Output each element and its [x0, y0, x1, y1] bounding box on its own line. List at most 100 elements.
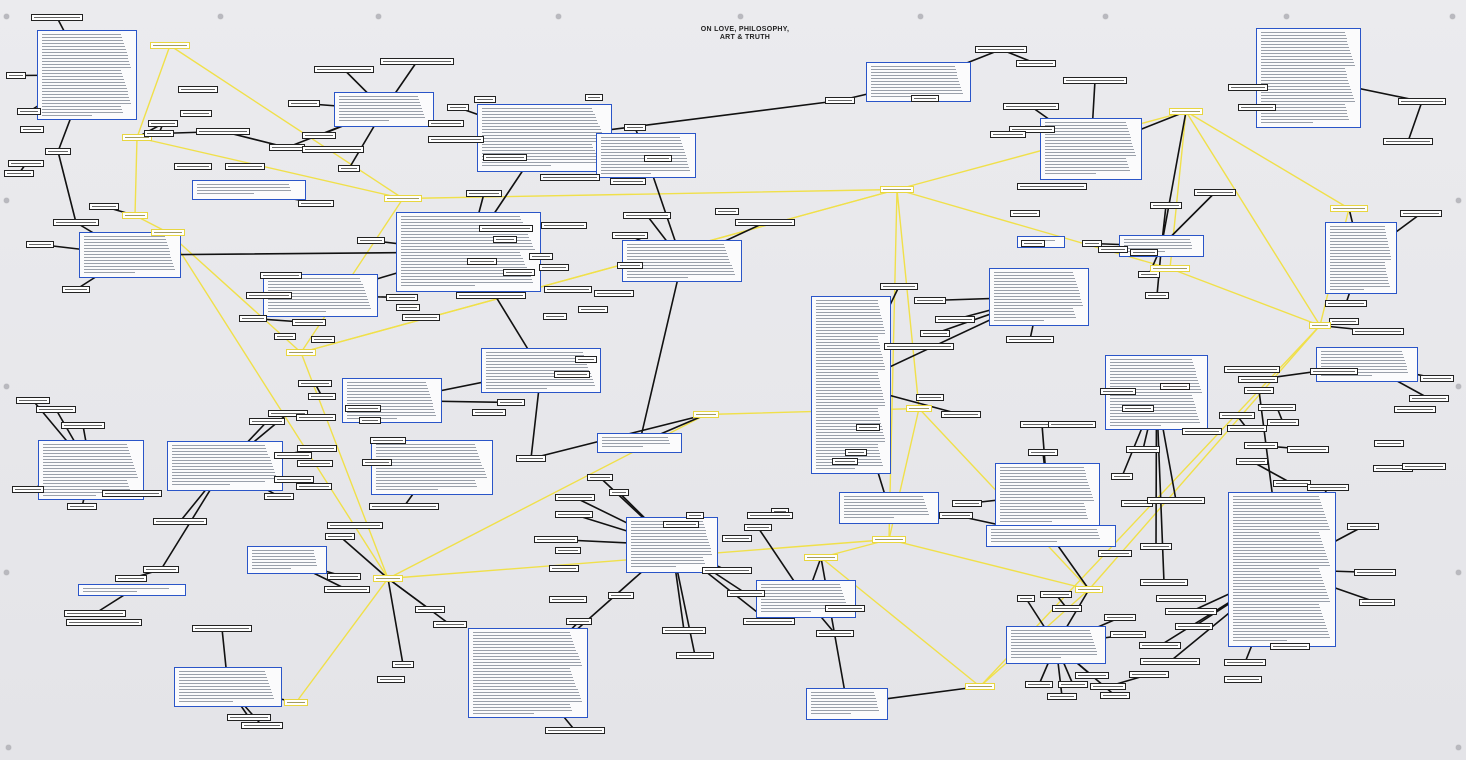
text-line	[172, 472, 275, 473]
text-line	[1233, 631, 1329, 632]
label-a134	[825, 605, 865, 612]
text-line	[43, 492, 132, 493]
label-text-line	[380, 679, 402, 680]
label-text-line	[277, 479, 311, 480]
label-a46	[735, 219, 795, 226]
label-text-line	[627, 127, 643, 128]
label-text-line	[301, 383, 329, 384]
text-line	[811, 692, 875, 693]
label-text-line	[590, 477, 610, 478]
label-text-line	[154, 232, 182, 233]
text-line	[376, 489, 438, 490]
label-a1	[31, 14, 83, 21]
text-line	[42, 88, 127, 89]
text-line	[627, 250, 726, 251]
label-text-line	[1185, 431, 1219, 432]
text-line	[816, 393, 883, 394]
label-text-line	[1357, 572, 1393, 573]
label-text-line	[289, 352, 313, 353]
text-line	[816, 348, 881, 349]
label-text-line	[7, 173, 31, 174]
text-line	[816, 303, 879, 304]
label-text-line	[1276, 483, 1308, 484]
label-a38	[541, 222, 587, 229]
text-line	[816, 372, 878, 373]
text-line	[42, 34, 122, 35]
text-line	[473, 644, 575, 645]
label-a147	[566, 618, 592, 625]
label-a108	[1098, 550, 1132, 557]
text-line	[473, 695, 580, 696]
label-text-line	[914, 98, 936, 99]
label-a127	[744, 524, 772, 531]
text-line	[631, 557, 704, 558]
text-line	[1011, 648, 1096, 649]
text-line	[1330, 232, 1386, 233]
label-a157	[370, 437, 406, 444]
text-line	[816, 342, 879, 343]
text-line	[991, 538, 1101, 539]
label-a155	[345, 405, 381, 412]
label-text-line	[314, 339, 332, 340]
text-line	[627, 265, 732, 266]
text-line	[347, 406, 434, 407]
concept-label-a82	[1150, 265, 1190, 272]
text-line	[631, 545, 710, 546]
text-line	[347, 385, 428, 386]
text-line	[1330, 235, 1387, 236]
text-line	[816, 363, 884, 364]
text-line	[268, 284, 363, 285]
label-a126	[747, 512, 793, 519]
text-line	[401, 264, 526, 265]
text-line	[1110, 374, 1197, 375]
text-line	[816, 384, 881, 385]
text-line	[1261, 62, 1355, 63]
label-a190	[327, 522, 383, 529]
label-text-line	[883, 189, 911, 190]
label-text-line	[1310, 487, 1346, 488]
text-line	[42, 46, 125, 47]
text-line	[1261, 95, 1354, 96]
text-line	[482, 114, 595, 115]
text-line	[172, 466, 273, 467]
text-line	[1045, 137, 1131, 138]
text-line	[1000, 476, 1087, 477]
text-line	[43, 462, 134, 463]
text-box-t11	[396, 212, 541, 292]
label-a86	[1329, 318, 1359, 325]
text-box-t33	[247, 546, 327, 574]
text-line	[268, 308, 371, 309]
label-a208	[1244, 387, 1274, 394]
text-line	[811, 698, 876, 699]
label-a15	[225, 163, 265, 170]
concept-link	[888, 538, 1090, 591]
diagram-title: ON LOVE, PHILOSOPHY, ART & TRUTH	[690, 26, 800, 42]
label-a220	[1025, 681, 1053, 688]
label-text-line	[1078, 589, 1100, 590]
text-line	[1233, 625, 1327, 626]
connector-line	[387, 577, 404, 666]
label-text-line	[418, 609, 442, 610]
text-line	[1261, 38, 1347, 39]
label-text-line	[496, 239, 514, 240]
text-line	[482, 129, 601, 130]
concept-label-a67	[1169, 108, 1203, 115]
text-line	[486, 361, 587, 362]
label-text-line	[291, 103, 317, 104]
text-line	[816, 300, 878, 301]
text-line	[627, 244, 724, 245]
connector-line	[387, 577, 451, 626]
text-line	[473, 638, 572, 639]
connector-line	[638, 260, 683, 444]
label-text-line	[1222, 415, 1252, 416]
text-line	[42, 37, 123, 38]
text-line	[84, 248, 169, 249]
text-line	[1011, 636, 1092, 637]
text-box-t7	[1256, 28, 1361, 128]
label-a203	[26, 241, 54, 248]
text-line	[844, 496, 924, 497]
label-a107	[1140, 579, 1188, 586]
label-text-line	[548, 730, 602, 731]
text-line	[1321, 369, 1408, 370]
label-text-line	[372, 506, 436, 507]
